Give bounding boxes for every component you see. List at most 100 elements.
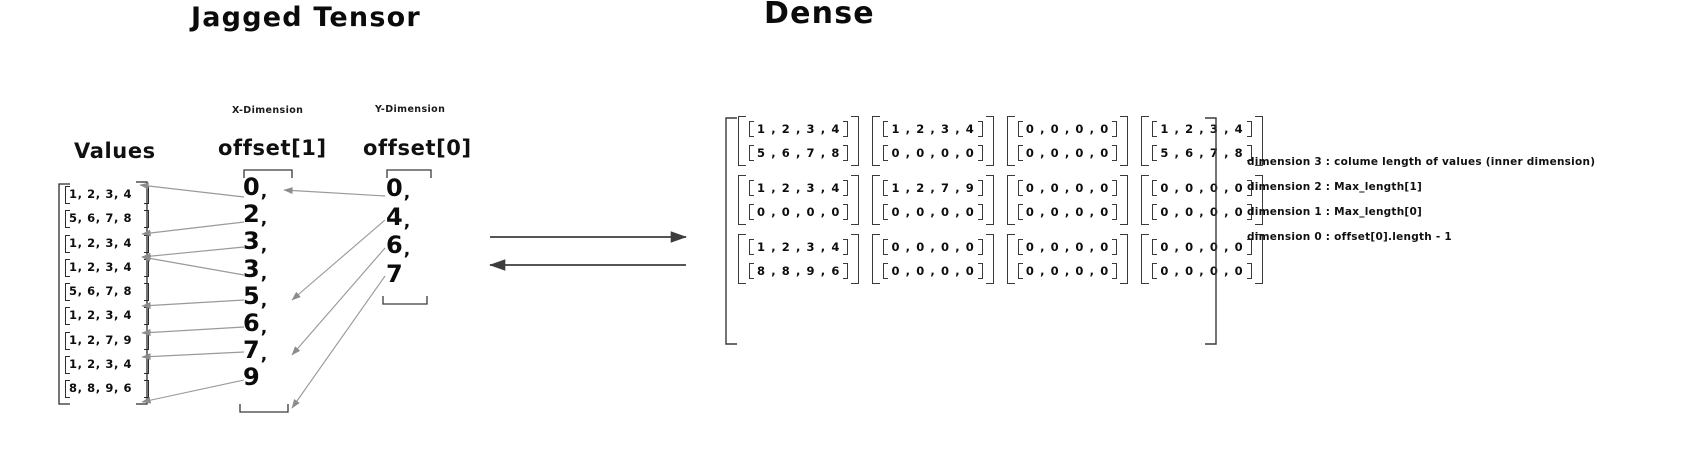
dense-vector: 0 , 0 , 0 , 0 <box>1017 263 1118 279</box>
offset0-value: 6 <box>386 231 403 259</box>
dense-vector: 1 , 2 , 3 , 4 <box>749 121 849 137</box>
dense-vector: 5 , 6 , 7 , 8 <box>749 145 849 161</box>
values-row: 1, 2, 3, 4 <box>62 231 149 255</box>
offset1-item: 0, <box>243 173 313 202</box>
dense-block-inner: 1 , 2 , 3 , 4 0 , 0 , 0 , 0 <box>883 121 984 161</box>
dense-block-inner: 0 , 0 , 0 , 0 0 , 0 , 0 , 0 <box>1017 180 1118 220</box>
offset1-value: 6 <box>243 308 260 337</box>
dense-vector: 1 , 2 , 3 , 4 <box>883 121 984 137</box>
label-offset-1: offset[1] <box>218 136 327 160</box>
offset0-list: 0,4,6,7 <box>386 174 456 288</box>
values-row: 1, 2, 3, 4 <box>62 255 149 279</box>
values-row: 5, 6, 7, 8 <box>62 206 149 230</box>
dense-block-inner: 0 , 0 , 0 , 0 0 , 0 , 0 , 0 <box>883 239 984 279</box>
values-row: 1, 2, 7, 9 <box>62 328 149 352</box>
dense-vector: 0 , 0 , 0 , 0 <box>1152 263 1253 279</box>
dense-block-inner: 0 , 0 , 0 , 0 0 , 0 , 0 , 0 <box>1152 180 1253 220</box>
dense-block-inner: 0 , 0 , 0 , 0 0 , 0 , 0 , 0 <box>1152 239 1253 279</box>
label-y-dimension: Y-Dimension <box>375 104 446 115</box>
offset1-item: 6, <box>243 308 313 338</box>
dense-vector: 0 , 0 , 0 , 0 <box>749 204 849 220</box>
offset0-value: 0 <box>386 174 403 202</box>
values-row: 5, 6, 7, 8 <box>62 279 149 303</box>
offset1-item: 3, <box>243 254 313 284</box>
comma-glyph: , <box>403 240 411 260</box>
dense-block: 0 , 0 , 0 , 0 0 , 0 , 0 , 0 <box>1141 175 1264 225</box>
dense-vector: 5 , 6 , 7 , 8 <box>1152 145 1253 161</box>
dense-vector: 0 , 0 , 0 , 0 <box>883 204 984 220</box>
dense-vector: 0 , 0 , 0 , 0 <box>1017 239 1118 255</box>
comma-glyph: , <box>403 183 411 203</box>
dense-vector: 0 , 0 , 0 , 0 <box>1017 121 1118 137</box>
dense-vector: 0 , 0 , 0 , 0 <box>1152 180 1253 196</box>
offset0-value: 7 <box>386 259 403 288</box>
dense-vector: 0 , 0 , 0 , 0 <box>1152 204 1253 220</box>
comma-glyph: , <box>260 317 268 338</box>
values-row: 1, 2, 3, 4 <box>62 182 149 206</box>
dense-row: 1 , 2 , 3 , 4 5 , 6 , 7 , 8 1 , 2 , 3 , 4 0… <box>738 116 1264 166</box>
dense-block: 0 , 0 , 0 , 0 0 , 0 , 0 , 0 <box>1141 234 1264 284</box>
dense-vector: 0 , 0 , 0 , 0 <box>1017 204 1118 220</box>
dense-block-inner: 1 , 2 , 3 , 4 8 , 8 , 9 , 6 <box>749 239 849 279</box>
label-values: Values <box>74 139 156 163</box>
page-title-dense: Dense <box>764 0 875 31</box>
offset1-item: 2, <box>243 200 313 230</box>
offset1-value: 2 <box>243 200 260 229</box>
offset1-item: 7, <box>243 336 313 366</box>
dense-block: 1 , 2 , 3 , 4 5 , 6 , 7 , 8 <box>1141 116 1264 166</box>
offset1-item: 5, <box>243 281 313 311</box>
dense-block: 0 , 0 , 0 , 0 0 , 0 , 0 , 0 <box>1006 234 1129 284</box>
dense-vector: 0 , 0 , 0 , 0 <box>1017 180 1118 196</box>
offset1-value: 3 <box>243 227 260 256</box>
dense-vector: 1 , 2 , 3 , 4 <box>749 239 849 255</box>
dense-vector: 0 , 0 , 0 , 0 <box>883 145 984 161</box>
dense-vector: 8 , 8 , 9 , 6 <box>749 263 849 279</box>
legend-line: dimension 3 : colume length of values (i… <box>1247 156 1596 168</box>
dense-vector: 1 , 2 , 3 , 4 <box>1152 121 1253 137</box>
dense-vector: 0 , 0 , 0 , 0 <box>1152 239 1253 255</box>
dense-vector: 0 , 0 , 0 , 0 <box>883 263 984 279</box>
offset1-value: 9 <box>243 363 260 392</box>
offset1-list: 0,2,3,3,5,6,7,9 <box>243 173 313 392</box>
comma-glyph: , <box>260 209 268 230</box>
dense-block-inner: 0 , 0 , 0 , 0 0 , 0 , 0 , 0 <box>1017 239 1118 279</box>
offset1-value: 7 <box>243 336 260 365</box>
comma-glyph: , <box>403 211 411 232</box>
dense-block: 0 , 0 , 0 , 0 0 , 0 , 0 , 0 <box>1006 116 1129 166</box>
values-row: 1, 2, 3, 4 <box>62 352 149 376</box>
comma-glyph: , <box>260 345 268 366</box>
offset0-value: 4 <box>386 202 403 231</box>
page-title-jagged-tensor: Jagged Tensor <box>191 2 421 33</box>
comma-glyph: , <box>260 182 268 202</box>
offset0-item: 6, <box>386 231 456 260</box>
values-row: 1, 2, 3, 4 <box>62 303 149 327</box>
offset1-item: 3, <box>243 227 313 257</box>
legend-line: dimension 2 : Max_length[1] <box>1247 181 1423 193</box>
values-row: 8, 8, 9, 6 <box>62 376 149 400</box>
label-offset-0: offset[0] <box>363 136 472 160</box>
legend-line: dimension 0 : offset[0].length - 1 <box>1247 231 1452 243</box>
values-to-offset1-arrows <box>139 182 245 404</box>
offset0-item: 4, <box>386 203 456 232</box>
offset0-item: 0, <box>386 174 456 203</box>
offset1-value: 3 <box>243 254 260 283</box>
dense-vector: 0 , 0 , 0 , 0 <box>1017 145 1118 161</box>
dimension-legend: dimension 3 : colume length of values (i… <box>1247 156 1595 243</box>
comma-glyph: , <box>260 290 268 311</box>
dense-block: 0 , 0 , 0 , 0 0 , 0 , 0 , 0 <box>1006 175 1129 225</box>
dense-block-inner: 1 , 2 , 3 , 4 5 , 6 , 7 , 8 <box>749 121 849 161</box>
dense-block: 0 , 0 , 0 , 0 0 , 0 , 0 , 0 <box>872 234 995 284</box>
offset1-value: 5 <box>243 281 260 310</box>
dense-vector: 0 , 0 , 0 , 0 <box>883 239 984 255</box>
offset0-item: 7 <box>386 260 456 289</box>
